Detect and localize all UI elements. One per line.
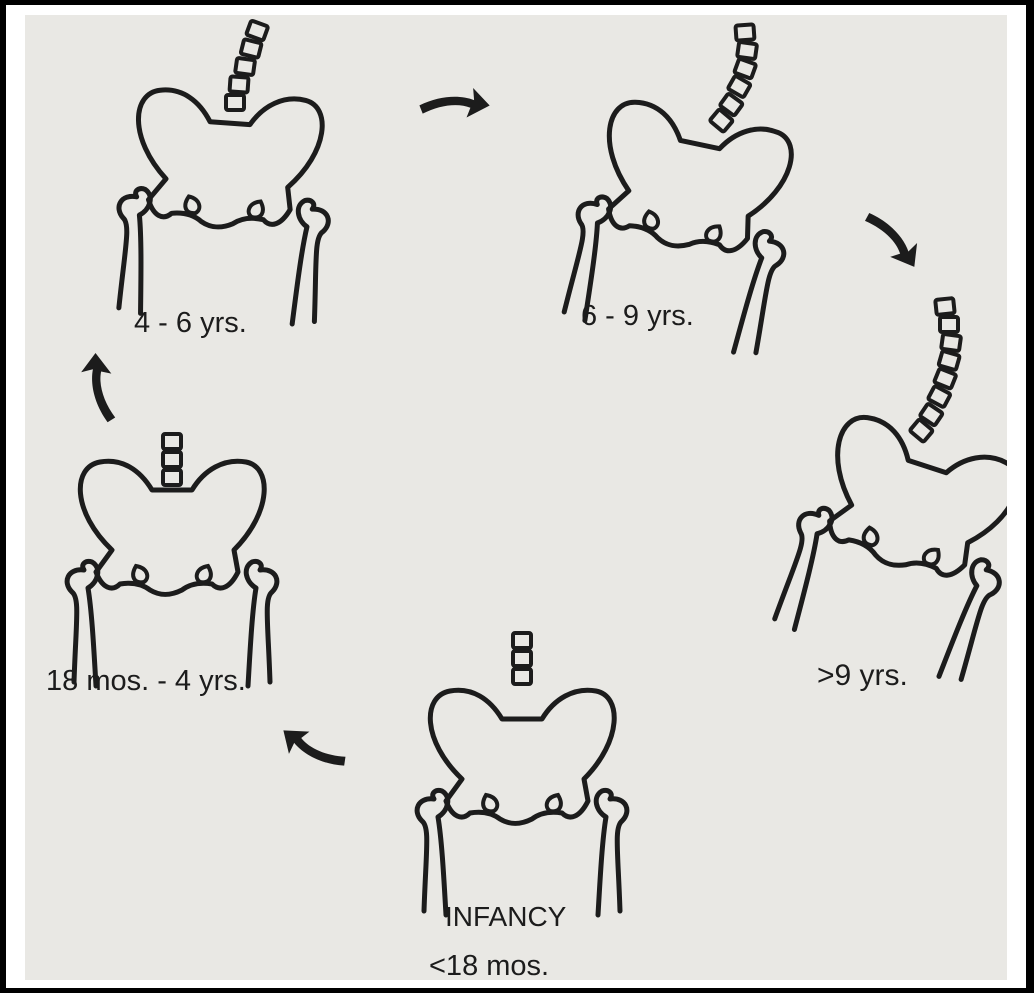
slide-frame: 4 - 6 yrs. 6 - 9 yrs. 18 mos. - 4 yrs. >…	[6, 5, 1026, 988]
stage-sublabel-infancy: <18 mos.	[429, 950, 549, 980]
pelvis-toddler	[67, 434, 277, 686]
stage-label-toddler: 18 mos. - 4 yrs.	[46, 665, 246, 698]
diagram-canvas	[25, 15, 1007, 980]
pelvis-late	[767, 298, 1007, 685]
arrow-toddler-to-early	[80, 352, 116, 424]
stage-label-infancy: INFANCY	[445, 901, 566, 933]
diagram-sheet: 4 - 6 yrs. 6 - 9 yrs. 18 mos. - 4 yrs. >…	[25, 15, 1007, 980]
arrow-infancy-to-toddler	[274, 719, 349, 784]
pelvis-infancy	[417, 633, 627, 915]
arrow-middle-to-late	[863, 200, 928, 275]
arrow-early-to-middle	[419, 83, 491, 119]
stage-label-middle: 6 - 9 yrs.	[581, 300, 694, 333]
pelvis-early	[112, 20, 337, 326]
stage-label-late: >9 yrs.	[817, 659, 908, 693]
stage-label-early: 4 - 6 yrs.	[134, 307, 247, 340]
